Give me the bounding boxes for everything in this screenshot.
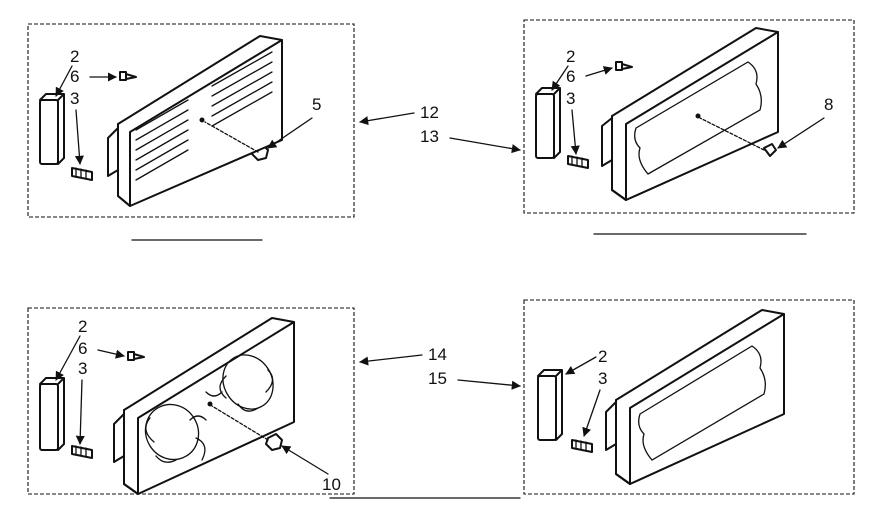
callout-3: 3 (78, 359, 87, 378)
assembly-label-12: 12 (420, 103, 439, 122)
callout-2: 2 (70, 47, 79, 66)
panel-3-frame (27, 307, 355, 495)
spring-part (567, 155, 589, 169)
callout-6: 6 (70, 67, 79, 86)
screw-part (119, 71, 137, 81)
assembly-label-13: 13 (420, 127, 439, 146)
callout-5: 5 (312, 95, 321, 114)
callout-6: 6 (566, 67, 575, 86)
panel-framed: 2 6 3 8 (523, 19, 855, 214)
louver-slats (135, 51, 273, 181)
panel-2-frame (523, 19, 855, 214)
panel-decorative: 2 6 3 10 (27, 307, 355, 495)
end-cap-part (535, 87, 561, 159)
callout-10: 10 (322, 475, 341, 494)
callout-8: 8 (824, 95, 833, 114)
assembly-callouts-bottom: 14 15 (359, 345, 521, 390)
spring-part (571, 439, 593, 453)
panel-louvered-grille: 2 6 3 5 (27, 23, 355, 218)
screw-part (763, 143, 777, 157)
callout-3: 3 (598, 369, 607, 388)
screw-part (615, 61, 633, 71)
panel-4-frame (523, 299, 855, 495)
assembly-label-14: 14 (428, 345, 447, 364)
spring-part (71, 445, 93, 459)
end-cap-part (537, 369, 563, 441)
callout-3: 3 (70, 89, 79, 108)
callout-6: 6 (78, 339, 87, 358)
callout-3: 3 (566, 89, 575, 108)
knob-part (265, 433, 283, 451)
decorative-swirls (144, 354, 274, 463)
end-cap-part (39, 377, 65, 451)
spring-part (71, 167, 93, 181)
screw-part (127, 351, 145, 361)
panel-1-frame (27, 23, 355, 218)
assembly-callouts-top: 12 13 (359, 103, 521, 154)
callout-2: 2 (78, 317, 87, 336)
end-cap-part (39, 93, 65, 165)
assembly-label-15: 15 (428, 369, 447, 388)
callout-2: 2 (598, 347, 607, 366)
panel-plain: 2 3 (523, 299, 855, 495)
callout-2: 2 (566, 47, 575, 66)
